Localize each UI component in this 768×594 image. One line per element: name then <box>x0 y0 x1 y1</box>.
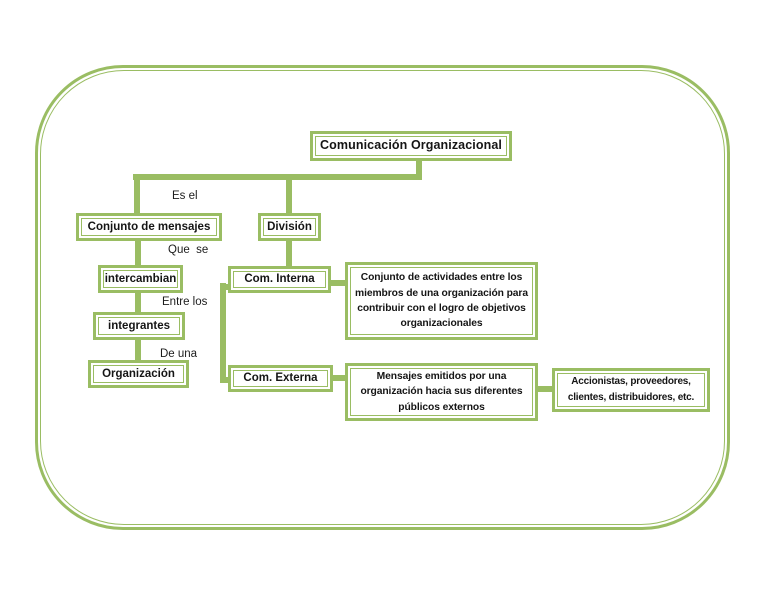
node-externa-examples-text: Accionistas, proveedores, clientes, dist… <box>557 373 705 407</box>
node-externa-description-text: Mensajes emitidos por una organización h… <box>350 368 533 416</box>
connector-bracket-vertical <box>220 283 226 383</box>
node-externa-examples: Accionistas, proveedores, clientes, dist… <box>552 368 710 412</box>
connector-externa-desc <box>331 375 347 381</box>
connector-division-interna <box>286 239 292 268</box>
node-intercambian: intercambian <box>98 265 183 293</box>
node-integrantes: integrantes <box>93 312 185 340</box>
node-com-interna: Com. Interna <box>228 266 331 293</box>
label-de-una: De una <box>160 348 198 360</box>
node-conjunto-text: Conjunto de mensajes <box>81 218 217 236</box>
node-division-text: División <box>263 218 316 236</box>
node-com-interna-text: Com. Interna <box>233 271 326 288</box>
label-es-el: Es el <box>172 190 198 202</box>
connector-intercambian-integrantes <box>135 291 141 314</box>
slide-frame <box>35 65 730 530</box>
connector-top-horizontal <box>133 174 422 180</box>
node-title-text: Comunicación Organizacional <box>315 136 507 156</box>
node-interna-description-text: Conjunto de actividades entre los miembr… <box>350 267 533 335</box>
node-interna-description: Conjunto de actividades entre los miembr… <box>345 262 538 340</box>
connector-drop-conjunto <box>134 176 140 214</box>
node-intercambian-text: intercambian <box>103 270 178 288</box>
node-integrantes-text: integrantes <box>98 317 180 335</box>
slide-frame-inner-line <box>40 70 725 525</box>
label-entre-los: Entre los <box>162 296 208 308</box>
node-externa-description: Mensajes emitidos por una organización h… <box>345 363 538 421</box>
connector-desc-examples <box>536 386 554 392</box>
connector-drop-division <box>286 176 292 214</box>
node-conjunto-de-mensajes: Conjunto de mensajes <box>76 213 222 241</box>
connector-interna-desc <box>329 280 347 286</box>
connector-title-riser <box>416 161 422 176</box>
label-que-se: Que se <box>168 244 209 256</box>
connector-integrantes-organizacion <box>135 338 141 362</box>
node-com-externa: Com. Externa <box>228 365 333 392</box>
connector-conjunto-intercambian <box>135 239 141 267</box>
node-com-externa-text: Com. Externa <box>233 370 328 387</box>
node-organizacion: Organización <box>88 360 189 388</box>
node-title: Comunicación Organizacional <box>310 131 512 161</box>
node-organizacion-text: Organización <box>93 365 184 383</box>
node-division: División <box>258 213 321 241</box>
